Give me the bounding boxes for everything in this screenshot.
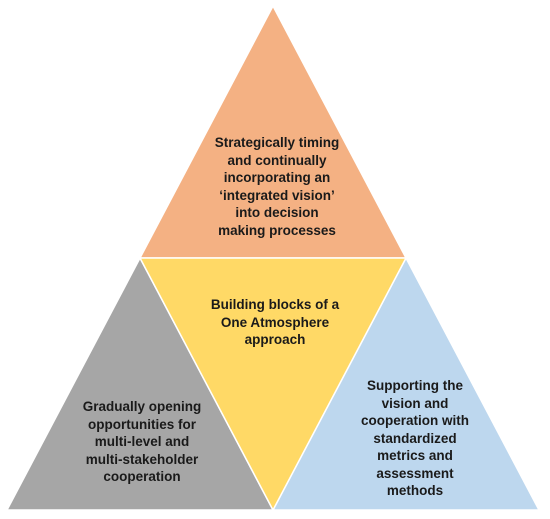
top-segment-label: Strategically timing and continually inc… [214, 135, 340, 238]
left-segment-label: Gradually opening opportunities for mult… [82, 399, 202, 484]
center-segment-label: Building blocks of a One Atmosphere appr… [210, 297, 340, 347]
right-segment-label: Supporting the vision and cooperation wi… [361, 378, 469, 498]
center-segment-triangle [139, 257, 407, 511]
